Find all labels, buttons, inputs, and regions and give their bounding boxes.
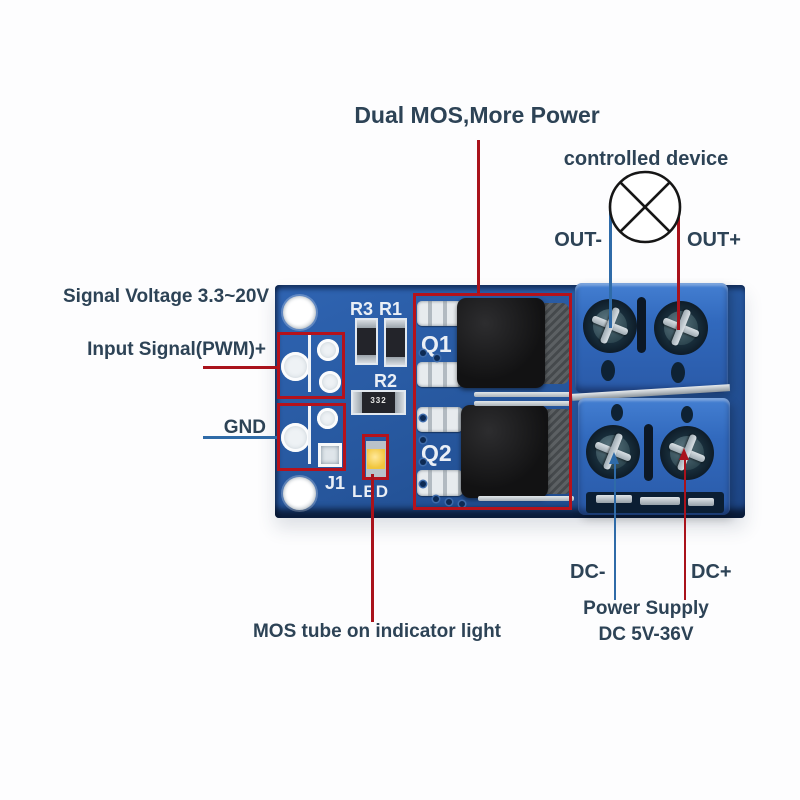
q2-metal-tab xyxy=(544,409,572,494)
q1-leg-top xyxy=(417,301,463,326)
q1-metal-tab xyxy=(541,303,569,384)
resistor-r3 xyxy=(355,318,378,365)
gnd-pad-square xyxy=(318,443,342,467)
leader-line-out-minus xyxy=(609,210,612,328)
mosfet-q1 xyxy=(457,298,545,388)
out-minus-label: OUT- xyxy=(554,229,602,251)
resistor-terminal xyxy=(353,392,362,413)
silk-label-r2: R2 xyxy=(374,371,398,391)
resistor-r1 xyxy=(384,318,407,367)
leader-line-gnd xyxy=(203,436,277,439)
pad-group-divider xyxy=(308,406,311,464)
status-led xyxy=(366,441,386,478)
led-lens xyxy=(367,449,385,469)
leader-line-pwm xyxy=(203,366,277,369)
silk-label-q2: Q2 xyxy=(421,440,452,466)
dc-plus-label: DC+ xyxy=(691,561,732,583)
controlled-device-label: controlled device xyxy=(563,148,729,170)
pad-group-divider xyxy=(308,335,311,392)
dc-minus-arrowhead-icon xyxy=(609,452,619,464)
solder-strip xyxy=(474,401,572,406)
terminal-hole xyxy=(601,360,615,381)
title-label: Dual MOS,More Power xyxy=(354,102,600,128)
metal-glint xyxy=(640,497,680,505)
terminal-hole xyxy=(681,406,693,423)
power-supply-label-line1: Power Supply xyxy=(583,598,709,619)
gnd-pad-large xyxy=(281,423,310,452)
dc-plus-arrowhead-icon xyxy=(679,448,689,460)
leader-line-dc-minus xyxy=(613,462,616,600)
out-plus-label: OUT+ xyxy=(687,229,741,251)
resistor-terminal xyxy=(357,355,376,363)
via xyxy=(420,459,426,465)
resistor-r2: 332 xyxy=(351,390,406,415)
silk-label-led: LED xyxy=(352,482,389,502)
terminal-hole xyxy=(611,404,623,421)
silk-label-r1: R1 xyxy=(379,299,403,319)
solder-strip xyxy=(474,392,572,397)
lamp-icon xyxy=(608,170,682,244)
leader-line-title xyxy=(477,140,480,293)
pwm-pad-small-bottom xyxy=(319,371,341,393)
terminal-divider-slot xyxy=(637,297,646,353)
via xyxy=(420,350,426,356)
mosfet-q2 xyxy=(461,405,548,498)
via xyxy=(420,415,426,421)
resistor-terminal xyxy=(386,320,405,328)
highlight-box-gnd-input xyxy=(277,403,346,471)
metal-glint xyxy=(688,498,714,506)
dc-minus-label: DC- xyxy=(570,561,606,583)
leader-line-dc-plus xyxy=(683,458,686,600)
gnd-pad-small-top xyxy=(317,408,338,429)
resistor-terminal xyxy=(386,357,405,365)
solder-strip xyxy=(478,496,574,501)
via xyxy=(433,496,439,502)
out-plus-screw xyxy=(654,301,708,355)
q1-leg-bottom xyxy=(417,362,463,387)
terminal-hole xyxy=(671,362,685,383)
mounting-hole-top-left xyxy=(283,296,316,329)
power-supply-label-line2: DC 5V-36V xyxy=(598,624,694,645)
resistor-r2-value: 332 xyxy=(370,396,387,405)
leader-line-out-plus xyxy=(677,212,680,330)
gnd-label: GND xyxy=(223,417,266,438)
pwm-pad-small-top xyxy=(317,339,339,361)
highlight-box-pwm-input xyxy=(277,332,345,399)
via xyxy=(446,499,452,505)
via xyxy=(420,437,426,443)
pwm-pad-large xyxy=(281,352,310,381)
highlight-box-mosfets xyxy=(413,293,572,510)
resistor-terminal xyxy=(357,320,376,328)
resistor-terminal xyxy=(395,392,404,413)
dc-plus-screw xyxy=(660,426,714,480)
via xyxy=(420,481,426,487)
wire-entry-band xyxy=(586,492,724,513)
screw-head-icon xyxy=(662,308,700,347)
silk-label-j1: J1 xyxy=(325,473,346,493)
leader-line-led xyxy=(371,474,374,622)
input-signal-label: Input Signal(PWM)+ xyxy=(87,339,266,360)
silk-label-q1: Q1 xyxy=(421,331,452,357)
silk-label-r3: R3 xyxy=(350,299,374,319)
mos-indicator-label: MOS tube on indicator light xyxy=(252,621,502,642)
via xyxy=(459,501,465,507)
highlight-box-led xyxy=(362,434,389,480)
signal-voltage-label: Signal Voltage 3.3~20V xyxy=(63,286,270,307)
mounting-hole-bottom-left xyxy=(283,477,316,510)
via xyxy=(434,355,440,361)
terminal-divider-slot xyxy=(644,424,653,481)
